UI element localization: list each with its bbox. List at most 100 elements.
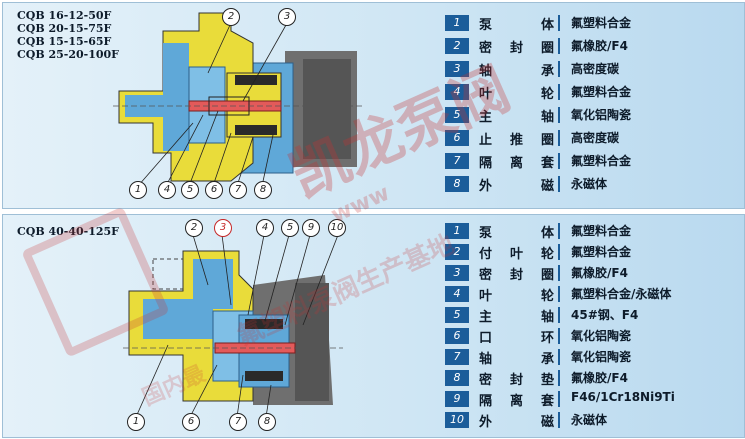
- part-name: 隔离套: [479, 156, 554, 171]
- part-number: 8: [445, 370, 469, 386]
- callout-6: 6: [205, 181, 223, 199]
- table-row: 8 外磁 永磁体: [439, 174, 739, 194]
- callout-3: 3: [278, 8, 296, 26]
- part-number: 6: [445, 130, 469, 146]
- table-row: 4 叶轮 氟塑料合金: [439, 82, 739, 102]
- callout-8: 8: [258, 413, 276, 431]
- callout-2: 2: [222, 8, 240, 26]
- part-material: 氧化铝陶瓷: [571, 108, 632, 122]
- table-row: 9 隔离套 F46/1Cr18Ni9Ti: [439, 389, 739, 409]
- part-name: 轴承: [479, 352, 554, 367]
- table-row: 1 泵体 氟塑料合金: [439, 221, 739, 241]
- part-name: 付叶轮: [479, 247, 554, 262]
- model-label: CQB 20-15-75F: [17, 22, 112, 35]
- bottom-leader-lines: [135, 234, 339, 418]
- part-number: 5: [445, 307, 469, 323]
- part-material: F46/1Cr18Ni9Ti: [571, 390, 675, 404]
- part-number: 5: [445, 107, 469, 123]
- motor-fins: [295, 283, 329, 401]
- part-number: 10: [445, 412, 469, 428]
- callout-7: 7: [229, 181, 247, 199]
- table-row: 4 叶轮 氟塑料合金/永磁体: [439, 284, 739, 304]
- callout-10: 10: [328, 219, 346, 237]
- callout-8: 8: [254, 181, 272, 199]
- part-name: 轴承: [479, 64, 554, 79]
- part-number: 3: [445, 265, 469, 281]
- part-name: 主轴: [479, 110, 554, 125]
- part-material: 氟塑料合金/永磁体: [571, 287, 672, 301]
- part-material: 氟塑料合金: [571, 224, 632, 238]
- callout-6: 6: [182, 413, 200, 431]
- model-label: CQB 25-20-100F: [17, 48, 119, 61]
- callout-2: 2: [185, 219, 203, 237]
- part-name: 外磁: [479, 415, 554, 430]
- model-label: CQB 16-12-50F: [17, 9, 112, 22]
- bottom-pump-cross-section: [123, 234, 343, 418]
- part-number: 8: [445, 176, 469, 192]
- motor-fins: [303, 59, 351, 159]
- inner-magnet-top: [235, 75, 277, 85]
- callout-4: 4: [256, 219, 274, 237]
- part-name: 外磁: [479, 179, 554, 194]
- part-material: 高密度碳: [571, 62, 620, 76]
- callout-1: 1: [129, 181, 147, 199]
- table-row: 6 止推圈 高密度碳: [439, 128, 739, 148]
- part-number: 9: [445, 391, 469, 407]
- part-number: 1: [445, 15, 469, 31]
- bottom-model-label: CQB 40-40-125F: [17, 225, 119, 238]
- part-name: 口环: [479, 331, 554, 346]
- part-material: 氟塑料合金: [571, 85, 632, 99]
- part-name: 密封圈: [479, 41, 554, 56]
- part-name: 泵体: [479, 226, 554, 241]
- part-name: 隔离套: [479, 394, 554, 409]
- part-name: 密封圈: [479, 268, 554, 283]
- inner-magnet-bottom: [235, 125, 277, 135]
- table-row: 3 轴承 高密度碳: [439, 59, 739, 79]
- part-material: 氟橡胶/F4: [571, 39, 628, 53]
- part-material: 永磁体: [571, 177, 608, 191]
- top-pump-cross-section: [113, 12, 363, 187]
- callout-9: 9: [302, 219, 320, 237]
- part-material: 45#钢、F4: [571, 308, 639, 322]
- part-name: 止推圈: [479, 133, 554, 148]
- part-number: 2: [445, 38, 469, 54]
- part-name: 叶轮: [479, 289, 554, 304]
- table-row: 10 外磁 永磁体: [439, 410, 739, 430]
- inner-magnet-top: [245, 319, 283, 329]
- bottom-pump-panel: CQB 40-40-125F: [2, 214, 745, 438]
- top-leader-lines: [137, 24, 287, 187]
- part-material: 高密度碳: [571, 131, 620, 145]
- part-material: 氧化铝陶瓷: [571, 329, 632, 343]
- top-model-list: CQB 16-12-50F CQB 20-15-75F CQB 15-15-65…: [17, 9, 119, 61]
- callout-5: 5: [181, 181, 199, 199]
- callout-1: 1: [127, 413, 145, 431]
- callout-4: 4: [158, 181, 176, 199]
- top-pump-panel: CQB 16-12-50F CQB 20-15-75F CQB 15-15-65…: [2, 2, 745, 209]
- part-number: 4: [445, 84, 469, 100]
- part-number: 1: [445, 223, 469, 239]
- table-row: 2 密封圈 氟橡胶/F4: [439, 36, 739, 56]
- part-number: 7: [445, 153, 469, 169]
- table-row: 5 主轴 氧化铝陶瓷: [439, 105, 739, 125]
- table-row: 3 密封圈 氟橡胶/F4: [439, 263, 739, 283]
- part-material: 氟塑料合金: [571, 16, 632, 30]
- part-material: 氟塑料合金: [571, 245, 632, 259]
- inner-magnet-bottom: [245, 371, 283, 381]
- table-row: 7 隔离套 氟塑料合金: [439, 151, 739, 171]
- part-material: 氟橡胶/F4: [571, 266, 628, 280]
- part-material: 永磁体: [571, 413, 608, 427]
- part-material: 氟塑料合金: [571, 154, 632, 168]
- part-name: 叶轮: [479, 87, 554, 102]
- volute: [193, 259, 233, 309]
- part-number: 6: [445, 328, 469, 344]
- callout-3: 3: [214, 219, 232, 237]
- part-number: 2: [445, 244, 469, 260]
- callout-5: 5: [281, 219, 299, 237]
- part-number: 3: [445, 61, 469, 77]
- part-number: 7: [445, 349, 469, 365]
- part-number: 4: [445, 286, 469, 302]
- table-row: 2 付叶轮 氟塑料合金: [439, 242, 739, 262]
